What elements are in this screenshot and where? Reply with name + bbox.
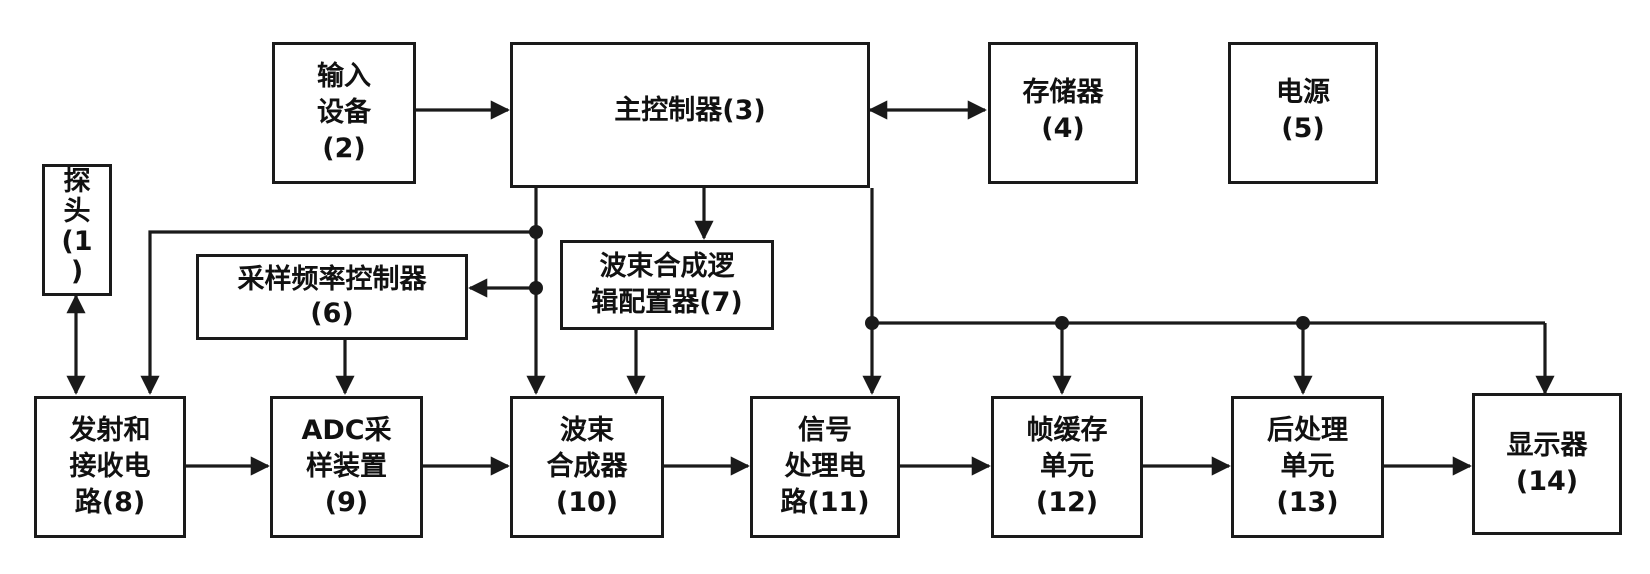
display-label-line-2: (14) <box>1516 464 1578 500</box>
input-device-label-line-3: (2) <box>322 131 365 167</box>
tx-rx-circuit-label-line-3: 路(8) <box>75 485 145 521</box>
main-controller-block: 主控制器(3) <box>510 42 870 188</box>
post-processing-unit-label-line-3: (13) <box>1276 485 1338 521</box>
tx-rx-circuit-label-line-1: 发射和 <box>70 413 151 449</box>
input-device-label-line-1: 输入 <box>317 59 371 95</box>
adc-sampler-label-line-3: (9) <box>325 485 368 521</box>
adc-sampler-block: ADC采 样装置 (9) <box>270 396 423 538</box>
tx-rx-circuit-label-line-2: 接收电 <box>70 449 151 485</box>
beamformer-label-line-3: (10) <box>556 485 618 521</box>
power-supply-label-line-1: 电源 <box>1276 75 1330 111</box>
probe-label-line-3: (1 <box>61 227 92 257</box>
junction-dot <box>865 316 879 330</box>
signal-processing-circuit-label-line-1: 信号 <box>798 413 852 449</box>
probe-label-line-2: 头 <box>64 197 91 227</box>
adc-sampler-label-line-2: 样装置 <box>306 449 387 485</box>
sampling-rate-controller-block: 采样频率控制器 (6) <box>196 254 468 340</box>
probe-label-line-4: ) <box>71 257 83 287</box>
frame-buffer-unit-label-line-2: 单元 <box>1040 449 1094 485</box>
beamforming-logic-configurator-block: 波束合成逻 辑配置器(7) <box>560 240 774 330</box>
display-block: 显示器 (14) <box>1472 393 1622 535</box>
frame-buffer-unit-label-line-1: 帧缓存 <box>1027 413 1108 449</box>
beamforming-logic-configurator-label-line-1: 波束合成逻 <box>600 249 735 285</box>
junction-dot <box>529 281 543 295</box>
memory-block: 存储器 (4) <box>988 42 1138 184</box>
input-device-label-line-2: 设备 <box>317 95 371 131</box>
beamformer-label-line-2: 合成器 <box>547 449 628 485</box>
junction-dot <box>1296 316 1310 330</box>
post-processing-unit-label-line-2: 单元 <box>1281 449 1335 485</box>
beamforming-logic-configurator-label-line-2: 辑配置器(7) <box>591 285 742 321</box>
signal-processing-circuit-label-line-3: 路(11) <box>780 485 869 521</box>
main-controller-label: 主控制器(3) <box>614 93 765 129</box>
sampling-rate-controller-label-line-2: (6) <box>310 297 353 331</box>
sampling-rate-controller-label-line-1: 采样频率控制器 <box>238 263 427 297</box>
memory-label-line-1: 存储器 <box>1023 75 1104 111</box>
probe-label-line-1: 探 <box>64 167 91 197</box>
tx-rx-circuit-block: 发射和 接收电 路(8) <box>34 396 186 538</box>
junction-dot <box>529 225 543 239</box>
power-supply-block: 电源 (5) <box>1228 42 1378 184</box>
input-device-block: 输入 设备 (2) <box>272 42 416 184</box>
signal-processing-circuit-label-line-2: 处理电 <box>785 449 866 485</box>
post-processing-unit-label-line-1: 后处理 <box>1267 413 1348 449</box>
signal-processing-circuit-block: 信号 处理电 路(11) <box>750 396 900 538</box>
frame-buffer-unit-block: 帧缓存 单元 (12) <box>991 396 1143 538</box>
beamformer-label-line-1: 波束 <box>560 413 614 449</box>
post-processing-unit-block: 后处理 单元 (13) <box>1231 396 1384 538</box>
adc-sampler-label-line-1: ADC采 <box>301 413 391 449</box>
beamformer-block: 波束 合成器 (10) <box>510 396 664 538</box>
frame-buffer-unit-label-line-3: (12) <box>1036 485 1098 521</box>
probe-block: 探 头 (1 ) <box>42 164 112 296</box>
memory-label-line-2: (4) <box>1041 111 1084 147</box>
display-label-line-1: 显示器 <box>1507 428 1588 464</box>
power-supply-label-line-2: (5) <box>1281 111 1324 147</box>
junction-dot <box>1055 316 1069 330</box>
